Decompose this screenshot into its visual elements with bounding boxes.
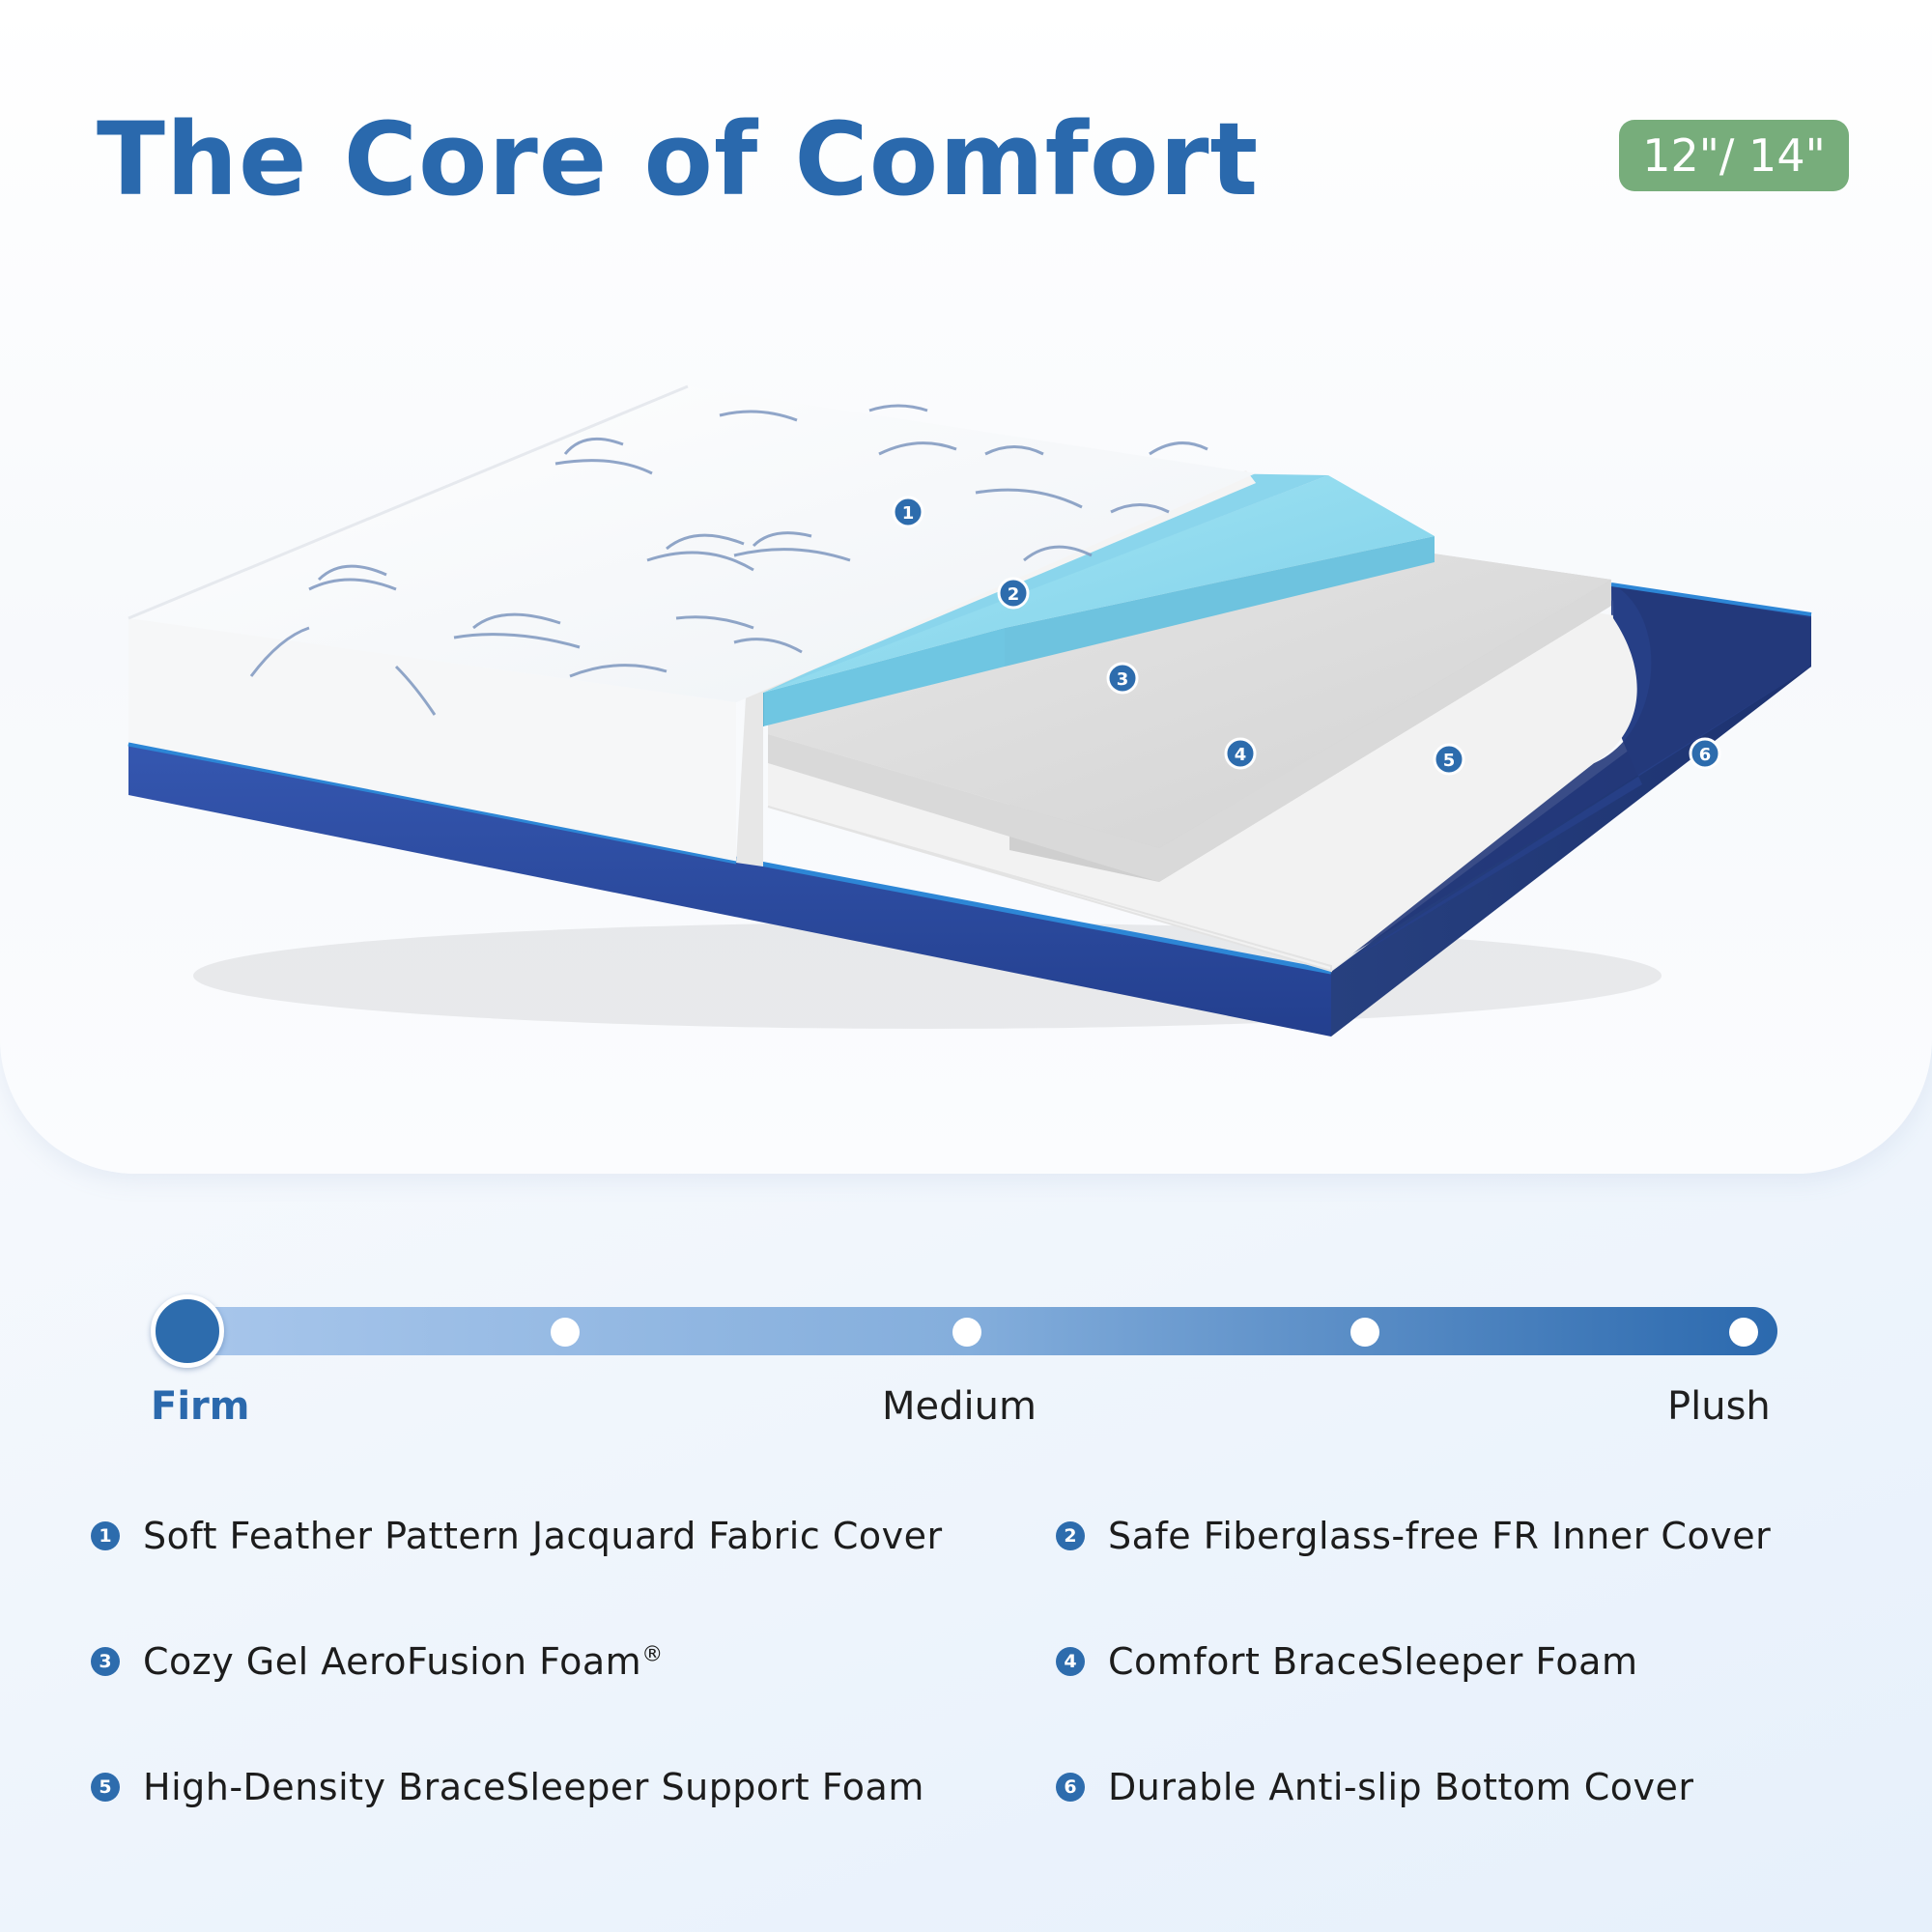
feature-text: Soft Feather Pattern Jacquard Fabric Cov…: [143, 1515, 943, 1557]
firmness-label-firm: Firm: [151, 1384, 250, 1429]
comfort-foam-side: [768, 580, 1611, 882]
feature-item-5: 5 High-Density BraceSleeper Support Foam: [91, 1758, 924, 1816]
feature-text: Cozy Gel AeroFusion Foam®: [143, 1640, 664, 1683]
feature-text: Durable Anti-slip Bottom Cover: [1108, 1766, 1694, 1808]
feature-item-3: 3 Cozy Gel AeroFusion Foam®: [91, 1633, 664, 1690]
layer-marker-5: 5: [1433, 743, 1465, 776]
top-cover-surface: [128, 386, 1256, 702]
firmness-tick: [1729, 1318, 1758, 1347]
number-badge-icon: 2: [1056, 1521, 1085, 1550]
gel-foam-side: [1005, 536, 1435, 667]
number-badge-icon: 4: [1056, 1647, 1085, 1676]
layer-marker-3: 3: [1106, 662, 1139, 695]
firmness-tick: [952, 1318, 981, 1347]
svg-text:2: 2: [1008, 584, 1020, 605]
feature-item-4: 4 Comfort BraceSleeper Foam: [1056, 1633, 1637, 1690]
svg-text:4: 4: [1235, 745, 1247, 765]
top-cover-front: [128, 618, 736, 863]
layer-marker-2: 2: [997, 577, 1030, 610]
firmness-tick: [551, 1318, 580, 1347]
gel-foam-top-back: [763, 469, 1328, 693]
firmness-tick: [1350, 1318, 1379, 1347]
feature-item-1: 1 Soft Feather Pattern Jacquard Fabric C…: [91, 1507, 943, 1565]
number-badge-icon: 1: [91, 1521, 120, 1550]
firmness-indicator-knob: [151, 1294, 224, 1368]
feature-text: High-Density BraceSleeper Support Foam: [143, 1766, 924, 1808]
firmness-slider: [145, 1294, 1787, 1368]
svg-text:5: 5: [1443, 751, 1456, 771]
feature-item-2: 2 Safe Fiberglass-free FR Inner Cover: [1056, 1507, 1771, 1565]
number-badge-icon: 3: [91, 1647, 120, 1676]
feature-text: Safe Fiberglass-free FR Inner Cover: [1108, 1515, 1772, 1557]
layer-marker-6: 6: [1689, 737, 1721, 770]
base-front-edge: [128, 744, 1331, 1037]
registered-mark: ®: [641, 1642, 664, 1667]
svg-text:1: 1: [902, 503, 915, 524]
comfort-foam-surface: [768, 546, 1611, 848]
page-title: The Core of Comfort: [97, 100, 1260, 218]
layer-marker-4: 4: [1224, 737, 1257, 770]
feature-text: Comfort BraceSleeper Foam: [1108, 1640, 1638, 1683]
mattress-layers-illustration: 1 2 3 4 5 6: [128, 384, 1812, 1037]
firmness-label-medium: Medium: [882, 1384, 1037, 1429]
svg-text:6: 6: [1699, 745, 1712, 765]
size-badge: 12"/ 14": [1619, 120, 1849, 191]
base-curved-cutout: [1333, 584, 1811, 966]
layer-marker-1: 1: [892, 496, 924, 528]
number-badge-icon: 6: [1056, 1773, 1085, 1802]
gel-foam-top: [763, 475, 1435, 693]
feature-item-6: 6 Durable Anti-slip Bottom Cover: [1056, 1758, 1694, 1816]
firmness-label-plush: Plush: [1667, 1384, 1771, 1429]
svg-text:3: 3: [1117, 669, 1129, 690]
gel-foam-front: [763, 628, 1005, 726]
number-badge-icon: 5: [91, 1773, 120, 1802]
feather-pattern: [249, 404, 1208, 716]
